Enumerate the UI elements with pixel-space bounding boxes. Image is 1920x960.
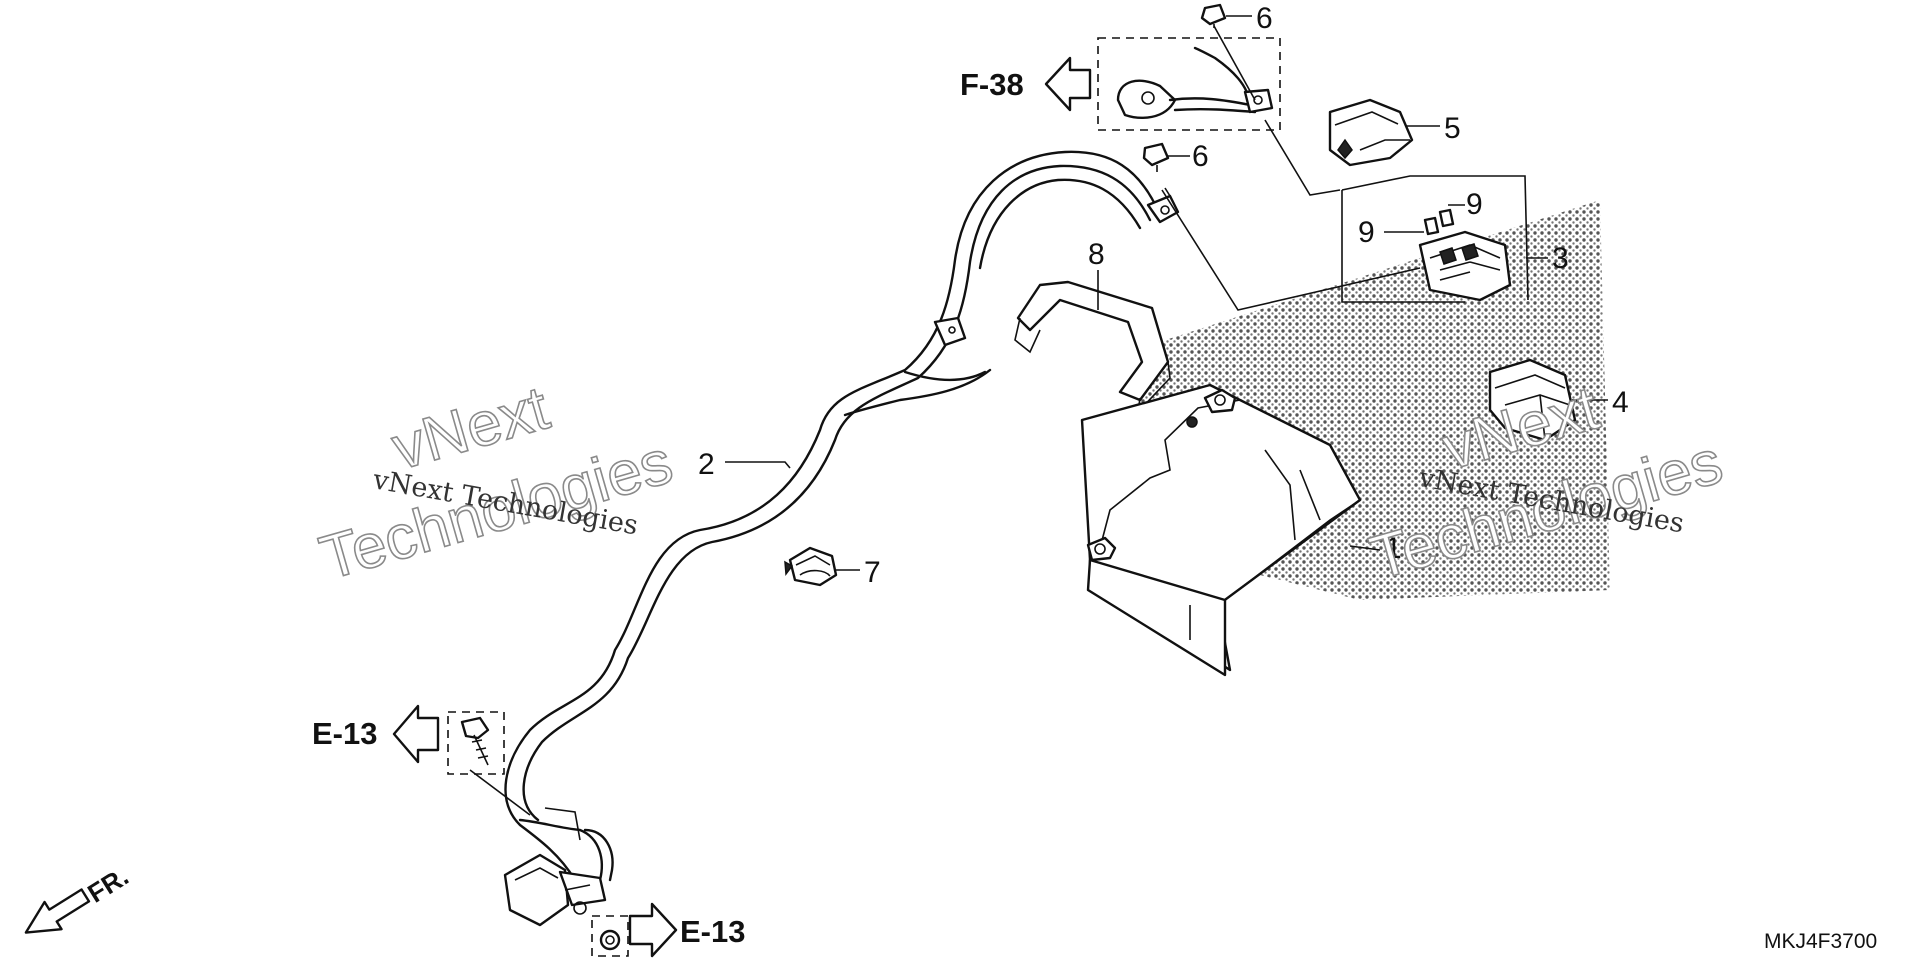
callout-6-top: 6 xyxy=(1256,2,1273,35)
bolt-e13[interactable] xyxy=(447,711,531,816)
callout-3: 3 xyxy=(1552,242,1569,275)
callout-2: 2 xyxy=(698,448,715,481)
diagram-code: MKJ4F3700 xyxy=(1764,930,1877,953)
harness-clip[interactable] xyxy=(784,546,838,587)
battery[interactable] xyxy=(1080,383,1362,677)
ref-e13-left-label: E-13 xyxy=(312,716,377,751)
front-indicator: FR. xyxy=(24,861,134,934)
nut-e13[interactable] xyxy=(591,915,629,957)
starter-relay-connector[interactable] xyxy=(503,853,607,927)
arrow-left-icon xyxy=(1044,56,1092,112)
callout-5: 5 xyxy=(1444,112,1461,145)
ref-f38-label: F-38 xyxy=(960,67,1024,102)
ref-e13-left[interactable]: E-13 xyxy=(312,704,440,764)
wire-harness[interactable] xyxy=(504,150,1180,882)
leader-bolt6-top xyxy=(1213,25,1256,101)
terminal-cover-4[interactable] xyxy=(1488,358,1577,442)
callout-6-middle: 6 xyxy=(1192,140,1209,173)
leader-bolt-to-fusebox xyxy=(1161,189,1421,311)
bolt-6-top[interactable] xyxy=(1200,3,1227,28)
callout-7: 7 xyxy=(864,556,881,589)
fuse-box-assembly[interactable] xyxy=(1341,175,1529,303)
callout-9-right: 9 xyxy=(1466,188,1483,221)
leader-2 xyxy=(725,461,791,469)
leader-1 xyxy=(1349,545,1381,551)
callout-9-left: 9 xyxy=(1358,216,1375,249)
ref-e13-bottom[interactable]: E-13 xyxy=(628,902,745,958)
front-arrow-icon xyxy=(24,888,91,934)
watermark-left: vNext Technologies vNext Technologies xyxy=(312,373,681,595)
arrow-right-icon xyxy=(628,902,678,958)
arrow-left-icon xyxy=(392,704,440,764)
terminal-cover-5[interactable] xyxy=(1328,98,1414,167)
callout-4: 4 xyxy=(1612,386,1629,419)
callout-1: 1 xyxy=(1385,532,1402,565)
ref-e13-bottom-label: E-13 xyxy=(680,914,745,949)
battery-band[interactable] xyxy=(1014,280,1171,415)
callout-8: 8 xyxy=(1088,238,1105,271)
leader-f38-to-fusebox xyxy=(1264,119,1341,196)
f38-battery-cable[interactable] xyxy=(1097,37,1281,131)
bolt-6-middle[interactable] xyxy=(1142,142,1170,172)
ref-f38[interactable]: F-38 xyxy=(960,56,1092,112)
